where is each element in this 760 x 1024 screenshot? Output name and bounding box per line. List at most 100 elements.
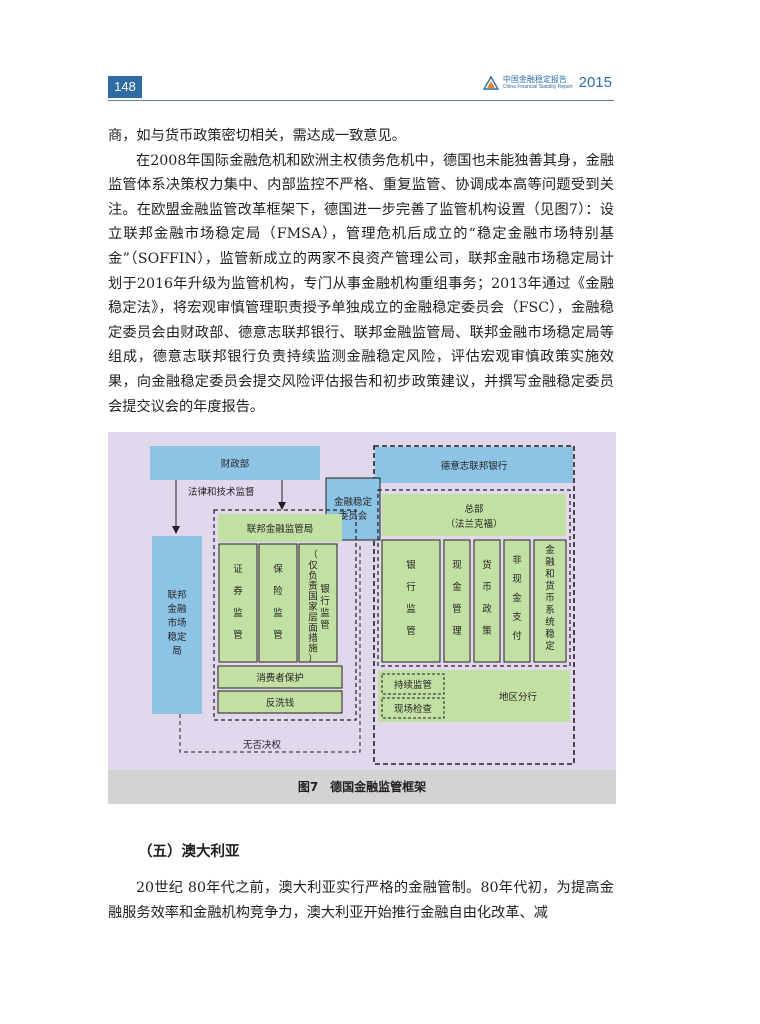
bundesbank-unit-label: 非: [512, 554, 522, 566]
headquarters-box: [382, 494, 566, 536]
bundesbank-unit-label: 付: [512, 631, 522, 642]
bafin-unit-label: 证: [233, 564, 243, 575]
legal-supervision-label: 法律和技术监督: [188, 486, 255, 498]
bafin-unit-label: 国: [308, 592, 318, 603]
brand-title-cn: 中国金融稳定报告: [502, 74, 567, 84]
bundesbank-box: [375, 447, 573, 483]
fmsa-label-line: 稳定: [167, 631, 187, 643]
section-body: 20世纪 80年代之前，澳大利亚实行严格的金融管制。80年代初，为提高金融服务效…: [108, 876, 614, 925]
bundesbank-frame: [373, 445, 575, 765]
anti-money-laundering-label: 反洗钱: [266, 697, 295, 709]
consumer-protection-box: [217, 665, 343, 689]
figure-caption: 图7 德国金融监管框架: [108, 770, 616, 804]
fmsa-box: [152, 536, 202, 714]
headquarters-label-line2: （法兰克福）: [445, 518, 502, 530]
bundesbank-unit-label: 支: [512, 611, 522, 623]
bafin-unit-label: 管: [233, 629, 243, 641]
bafin-unit-label: 措: [308, 632, 318, 644]
paragraph-1: 商，如与货币政策密切相关，需达成一致意见。: [108, 128, 406, 144]
bundesbank-unit-label: 策: [482, 625, 492, 637]
fmsa-label-line: 市场: [167, 617, 186, 629]
bundesbank-unit-label: 监: [406, 603, 416, 615]
bafin-unit-label: 银: [320, 583, 330, 595]
veto-line: [179, 544, 361, 753]
bundesbank-unit-label: 管: [406, 625, 416, 637]
bafin-unit-label: 行: [320, 595, 330, 607]
fmsa-label: 联邦金融市场稳定局: [167, 589, 187, 657]
bundesbank-unit-label: 行: [406, 581, 416, 593]
fsc-label-line1: 金融稳定: [334, 496, 373, 508]
bafin-unit-box: [258, 543, 298, 663]
bundesbank-unit-label: 币: [482, 582, 492, 593]
fmsa-label-line: 局: [172, 646, 182, 657]
bundesbank-unit-box: [533, 539, 567, 663]
bundesbank-unit-box: [503, 539, 531, 663]
fmsa-label-line: 金融: [167, 603, 187, 615]
bafin-unit-label: 监: [320, 607, 330, 619]
bundesbank-unit-label: 政: [482, 603, 492, 615]
veto-label: 无否决权: [243, 739, 282, 751]
bafin-unit-label: 仅: [308, 559, 318, 571]
bundesbank-unit-label: 货: [482, 559, 492, 571]
anti-money-laundering-box: [217, 690, 343, 714]
bafin-unit-label: 管: [320, 619, 330, 631]
bafin-unit-label: 施: [308, 643, 318, 655]
bafin-unit-label: 责: [308, 580, 318, 592]
bafin-unit-label: 家: [308, 601, 318, 613]
continuous-supervision-label: 持续监管: [394, 679, 432, 691]
bundesbank-unit-box: [443, 539, 471, 663]
bafin-unit-box: [218, 543, 258, 663]
bafin-unit-label: （: [308, 549, 318, 561]
brand-year: 2015: [578, 74, 612, 91]
bafin-unit-label: 层: [308, 612, 318, 623]
bundesbank-unit-label: 现: [452, 560, 462, 571]
bafin-unit-label: 券: [233, 585, 243, 597]
bundesbank-unit-label: 定: [545, 640, 555, 652]
bundesbank-unit-label: 系: [545, 605, 555, 616]
page-number: 148: [108, 76, 142, 98]
bundesbank-unit-label: 金: [452, 581, 462, 593]
headquarters-frame: [377, 489, 571, 667]
bundesbank-unit-label: 货: [545, 580, 555, 592]
onsite-inspection-box: [381, 697, 445, 719]
bafin-unit-label: 险: [273, 585, 283, 597]
ministry-of-finance-label: 财政部: [221, 458, 250, 470]
bundesbank-unit-label: 金: [512, 592, 522, 604]
bundesbank-label: 德意志联邦银行: [441, 460, 508, 472]
framework-diagram: 财政部 德意志联邦银行 法律和技术监督 金融稳定 委员会 联邦金融市场稳定局 联…: [150, 445, 575, 765]
section-heading: （五）澳大利亚: [138, 844, 240, 860]
section-paragraph: 20世纪 80年代之前，澳大利亚实行严格的金融管制。80年代初，为提高金融服务效…: [108, 880, 614, 921]
bundesbank-unit-label: 统: [545, 616, 555, 628]
report-brand: 中国金融稳定报告 China Financial Stability Repor…: [482, 74, 612, 91]
continuous-supervision-box: [381, 673, 445, 695]
bundesbank-unit-box: [473, 539, 501, 663]
bundesbank-unit-label: 稳: [545, 628, 555, 640]
bundesbank-unit-label: 币: [545, 593, 555, 604]
figure-germany-framework: 财政部 德意志联邦银行 法律和技术监督 金融稳定 委员会 联邦金融市场稳定局 联…: [108, 432, 616, 804]
fsc-label-line2: 委员会: [339, 510, 368, 522]
bundesbank-unit-label: 理: [452, 626, 462, 637]
bundesbank-unit-label: 金: [545, 544, 555, 556]
body-text: 商，如与货币政策密切相关，需达成一致意见。 在2008年国际金融危机和欧洲主权债…: [108, 124, 614, 419]
consumer-protection-label: 消费者保护: [256, 672, 304, 684]
bafin-unit-label: 面: [308, 623, 318, 634]
paragraph-2: 在2008年国际金融危机和欧洲主权债务危机中，德国也未能独善其身，金融监管体系决…: [108, 152, 614, 415]
header-rule: [108, 100, 614, 101]
bafin-box: [218, 514, 342, 542]
bundesbank-unit-label: 和: [545, 569, 555, 580]
onsite-inspection-label: 现场检查: [394, 703, 433, 715]
bundesbank-unit-box: [381, 539, 441, 663]
bafin-unit-label: 保: [273, 563, 283, 575]
brand-title-en: China Financial Stability Report: [502, 83, 573, 90]
headquarters-label-line1: 总部: [464, 503, 483, 515]
ministry-of-finance-box: [150, 446, 320, 480]
bundesbank-unit-label: 现: [512, 574, 522, 585]
bafin-unit-label: ）: [308, 653, 318, 665]
bafin-unit-label: 负: [308, 570, 318, 582]
bundesbank-unit-label: 管: [452, 603, 462, 615]
report-logo-icon: [482, 75, 499, 90]
bafin-unit-label: 管: [273, 629, 283, 641]
